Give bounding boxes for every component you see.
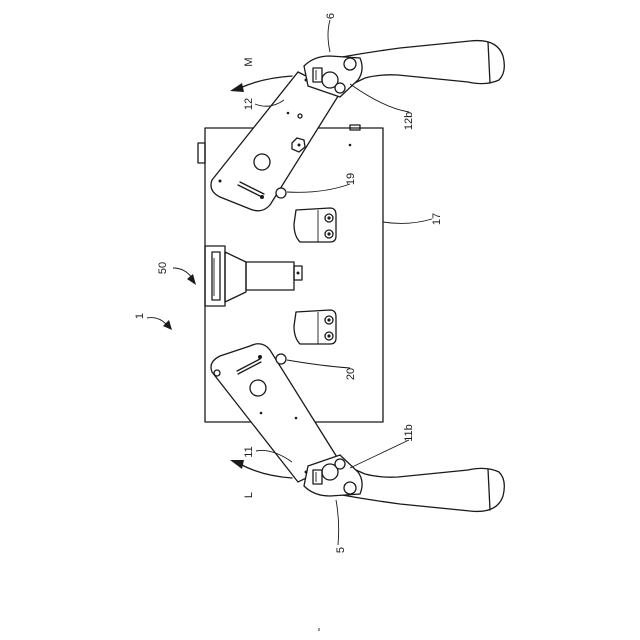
label-base-plate: 17 (431, 213, 443, 225)
lower-mount-block (294, 310, 336, 344)
label-lower-pin: 20 (345, 368, 357, 380)
label-upper-pin: 19 (345, 173, 357, 185)
motion-arrow-M (230, 76, 292, 92)
label-right-handle: 5 (335, 547, 347, 553)
label-motion-L: L (243, 492, 255, 498)
label-lower-arm: 11 (243, 446, 255, 457)
label-center-unit: 50 (157, 262, 169, 274)
upper-mount-block (294, 208, 336, 242)
center-unit (205, 246, 302, 306)
label-left-handle: 6 (325, 13, 337, 19)
label-lower-arm-pivot: 11b (403, 424, 415, 442)
label-upper-arm: 12 (243, 98, 255, 110)
lower-handle (340, 463, 504, 511)
label-mechanism: 1 (134, 313, 146, 319)
label-upper-arm-pivot: 12b (403, 112, 415, 130)
label-motion-M: M (243, 57, 255, 66)
upper-handle (340, 41, 504, 90)
